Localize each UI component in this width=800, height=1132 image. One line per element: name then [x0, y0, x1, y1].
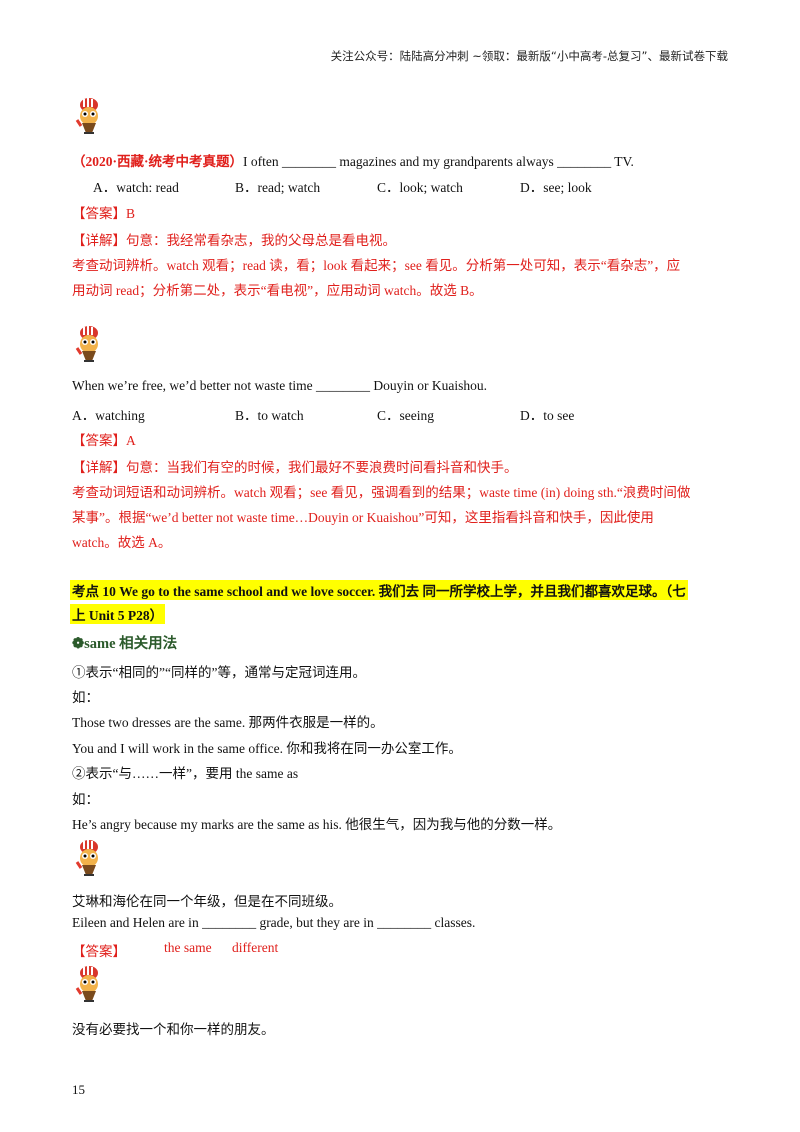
example-2: You and I will work in the same office. …: [72, 741, 462, 756]
q1-line: （2020·西藏·统考中考真题）I often ________ magazin…: [72, 150, 634, 170]
q1-stem: I often ________ magazines and my grandp…: [243, 154, 634, 169]
q1-option-b: B．read; watch: [235, 180, 321, 195]
kaodian-title-line1: 考点 10 We go to the same school and we lo…: [70, 580, 688, 600]
q2-detail-1: 【详解】句意：当我们有空的时候，我们最好不要浪费时间看抖音和快手。: [72, 460, 518, 475]
q3-english: Eileen and Helen are in ________ grade, …: [72, 915, 476, 930]
mascot-icon: [75, 966, 98, 1002]
q2-option-b: B．to watch: [235, 408, 304, 423]
same-usage-2: ②表示“与……一样”，要用 the same as: [72, 766, 299, 781]
q1-option-d: D．see; look: [520, 180, 592, 195]
q1-option-a: A．watch: read: [93, 180, 179, 195]
q4-chinese: 没有必要找一个和你一样的朋友。: [72, 1022, 275, 1037]
kaodian-title-line2: 上 Unit 5 P28）: [70, 604, 166, 624]
q2-option-d: D．to see: [520, 408, 575, 423]
mascot-icon: [75, 840, 98, 876]
same-usage-heading: ❁same 相关用法: [72, 636, 178, 652]
q1-option-c: C．look; watch: [377, 180, 463, 195]
example-label: 如：: [72, 792, 99, 807]
page-number: 15: [72, 1082, 85, 1097]
q2-answer: 【答案】A: [72, 433, 136, 448]
q1-detail-2: 考查动词辨析。watch 观看；read 读，看；look 看起来；see 看见…: [72, 258, 681, 273]
q3-answer-1: the same: [164, 940, 212, 955]
q1-answer: 【答案】B: [72, 206, 136, 221]
same-usage-1: ①表示“相同的”“同样的”等，通常与定冠词连用。: [72, 665, 366, 680]
q2-stem: When we’re free, we’d better not waste t…: [72, 378, 487, 393]
example-3: He’s angry because my marks are the same…: [72, 817, 562, 832]
q1-detail-1: 【详解】句意：我经常看杂志，我的父母总是看电视。: [72, 233, 396, 248]
q3-answer-2: different: [232, 940, 279, 955]
q2-detail-2: 考查动词短语和动词辨析。watch 观看；see 看见，强调看到的结果；wast…: [72, 485, 691, 500]
q3-answer-label: 【答案】: [72, 944, 126, 959]
q2-detail-3: 某事”。根据“we’d better not waste time…Douyin…: [72, 510, 654, 525]
mascot-icon: [75, 98, 98, 134]
mascot-icon: [75, 326, 98, 362]
q2-option-a: A．watching: [72, 408, 145, 423]
q2-detail-4: watch。故选 A。: [72, 535, 172, 550]
example-label: 如：: [72, 690, 99, 705]
q2-option-c: C．seeing: [377, 408, 434, 423]
q1-source: （2020·西藏·统考中考真题）: [72, 154, 244, 169]
page-header: 关注公众号：陆陆高分冲刺 ~领取：最新版“小中高考-总复习”、最新试卷下载: [330, 49, 728, 63]
q1-detail-3: 用动词 read；分析第二处，表示“看电视”，应用动词 watch。故选 B。: [72, 283, 483, 298]
q3-chinese: 艾琳和海伦在同一个年级，但是在不同班级。: [72, 894, 342, 909]
example-1: Those two dresses are the same. 那两件衣服是一样…: [72, 715, 384, 730]
